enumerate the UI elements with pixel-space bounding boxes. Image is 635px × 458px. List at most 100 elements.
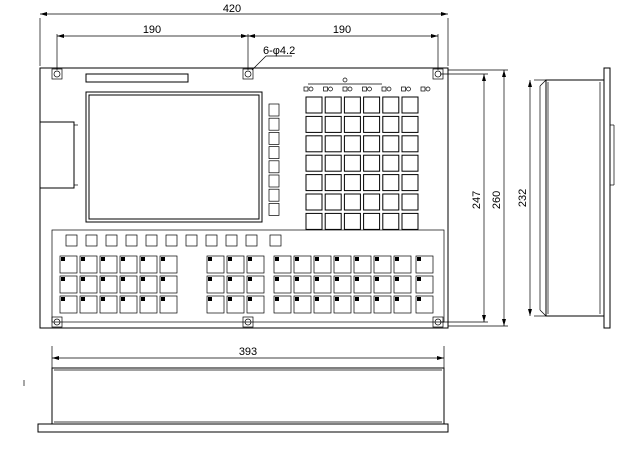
keypad-key	[324, 115, 342, 133]
bottom-key	[119, 255, 138, 274]
keypad-key	[382, 174, 400, 192]
bottom-view: 393	[37, 346, 449, 433]
vertical-softkey	[268, 146, 280, 159]
bottom-key	[59, 295, 78, 314]
keypad-key	[363, 154, 381, 172]
vertical-softkey	[268, 174, 280, 188]
bottom-key	[313, 295, 332, 314]
keypad-key	[324, 154, 342, 172]
led-indicator	[381, 86, 387, 92]
bottom-key	[246, 295, 265, 314]
vertical-softkey	[268, 103, 280, 117]
bottom-key	[415, 275, 434, 294]
bottom-key	[226, 295, 245, 314]
horizontal-softkey	[85, 234, 98, 247]
side-view: 232	[517, 67, 615, 329]
bottom-key	[139, 295, 158, 314]
keypad-key	[324, 96, 342, 114]
led-indicator	[303, 86, 309, 92]
bottom-key	[313, 255, 332, 274]
bottom-key	[313, 275, 332, 294]
led-indicator	[362, 86, 367, 92]
label-slot	[85, 73, 189, 83]
keypad-key	[324, 212, 342, 230]
bottom-key	[79, 275, 98, 294]
bottom-key	[226, 275, 245, 294]
mounting-holes	[51, 68, 444, 328]
lcd-screen	[88, 94, 260, 220]
bottom-key	[353, 255, 372, 274]
bottom-key	[159, 275, 178, 294]
horizontal-softkey	[65, 234, 78, 247]
overall-width-dimension: 420	[39, 3, 449, 66]
mounting-hole	[242, 68, 254, 80]
horizontal-softkey	[165, 234, 178, 247]
keypad-key	[382, 96, 400, 114]
bottom-key	[333, 275, 352, 294]
hole-spec-leader: 6-φ4.2	[251, 45, 295, 71]
vertical-softkey	[268, 203, 280, 216]
keypad-key	[363, 174, 381, 192]
bottom-key	[226, 255, 245, 274]
keypad-key	[382, 135, 400, 153]
bottom-key	[79, 295, 98, 314]
horizontal-softkey	[185, 234, 198, 247]
keypad-key	[401, 96, 419, 114]
vertical-softkey	[268, 117, 280, 131]
bottom-key	[139, 275, 158, 294]
vertical-softkeys	[268, 103, 280, 216]
side-height-label: 232	[517, 189, 529, 207]
hole-spec-label: 6-φ4.2	[263, 45, 295, 57]
bottom-key	[393, 295, 412, 314]
bottom-key	[393, 255, 412, 274]
horizontal-softkey	[245, 234, 258, 247]
bottom-key	[206, 255, 225, 274]
keypad-key	[363, 212, 381, 230]
keypad-key	[343, 154, 361, 172]
bottom-key	[333, 295, 352, 314]
bottom-key	[246, 255, 265, 274]
keypad-key	[343, 115, 361, 133]
bottom-key	[273, 255, 292, 274]
bottom-key	[373, 295, 392, 314]
horizontal-softkey	[145, 234, 158, 247]
bottom-key	[139, 255, 158, 274]
horizontal-softkey	[205, 234, 218, 247]
keypad-key	[401, 115, 419, 133]
keypad-key	[401, 193, 419, 211]
keypad-key	[401, 174, 419, 192]
horizontal-softkey	[125, 234, 138, 247]
keypad-key	[382, 154, 400, 172]
bottom-key	[159, 295, 178, 314]
right-hole-spacing-label: 190	[333, 24, 351, 36]
left-hole-spacing-label: 190	[143, 24, 161, 36]
keypad-key	[382, 115, 400, 133]
bottom-key	[393, 275, 412, 294]
bottom-key	[59, 275, 78, 294]
bottom-key	[119, 275, 138, 294]
bottom-key	[79, 255, 98, 274]
horizontal-softkey	[105, 234, 118, 247]
bottom-key	[273, 275, 292, 294]
keypad-key	[382, 212, 400, 230]
keypad-key	[343, 174, 361, 192]
bottom-key	[373, 275, 392, 294]
keypad-key	[343, 212, 361, 230]
mounting-hole	[51, 68, 63, 80]
keypad-key	[305, 154, 323, 172]
keypad-key	[343, 96, 361, 114]
led-indicator	[342, 86, 348, 92]
keypad-key	[343, 193, 361, 211]
keypad-key	[363, 135, 381, 153]
led-center	[342, 77, 348, 83]
led-indicator	[323, 86, 328, 92]
keypad-key	[305, 96, 323, 114]
bottom-key	[159, 255, 178, 274]
bottom-key	[99, 295, 118, 314]
keypad-key	[324, 135, 342, 153]
lcd-screen-frame	[85, 91, 263, 223]
keypad-key	[363, 96, 381, 114]
main-keypad	[305, 96, 419, 230]
bottom-width-label: 393	[239, 346, 257, 358]
